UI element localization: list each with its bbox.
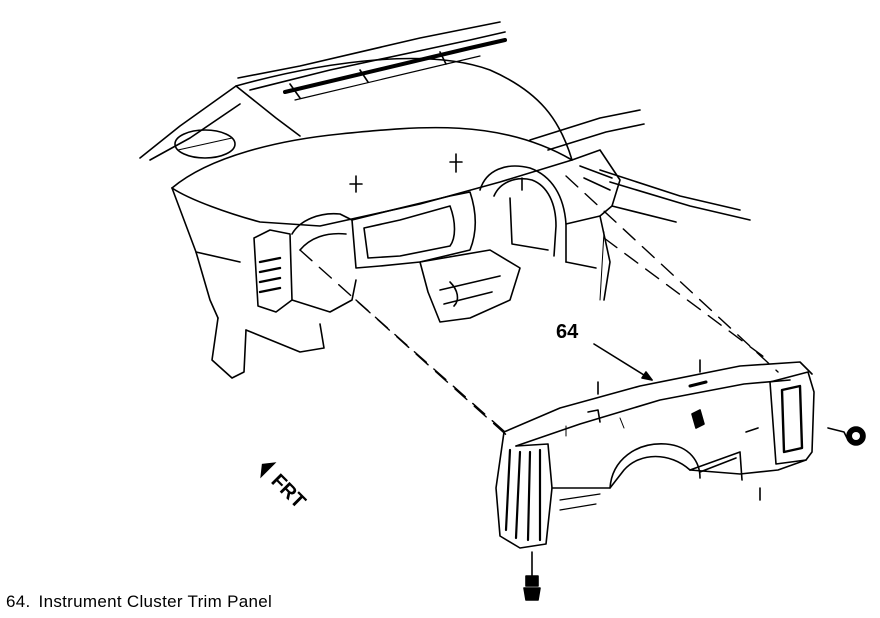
retainer-clip-icon bbox=[691, 409, 705, 429]
front-direction-arrow-icon bbox=[260, 462, 277, 479]
front-direction-indicator: FRT bbox=[260, 462, 310, 513]
caption-number: 64. bbox=[6, 592, 31, 611]
front-direction-label: FRT bbox=[267, 470, 310, 513]
callout-leader-64 bbox=[593, 343, 653, 381]
instrument-panel-assembly bbox=[139, 21, 751, 379]
alignment-lines bbox=[299, 175, 779, 441]
caption-text: Instrument Cluster Trim Panel bbox=[38, 592, 273, 611]
instrument-cluster-trim-panel bbox=[495, 359, 815, 549]
push-pin-clip-icon bbox=[523, 551, 541, 601]
figure-caption: 64. Instrument Cluster Trim Panel bbox=[6, 592, 272, 612]
screw-fastener-icon bbox=[827, 426, 866, 446]
callout-label-64: 64 bbox=[556, 321, 579, 343]
